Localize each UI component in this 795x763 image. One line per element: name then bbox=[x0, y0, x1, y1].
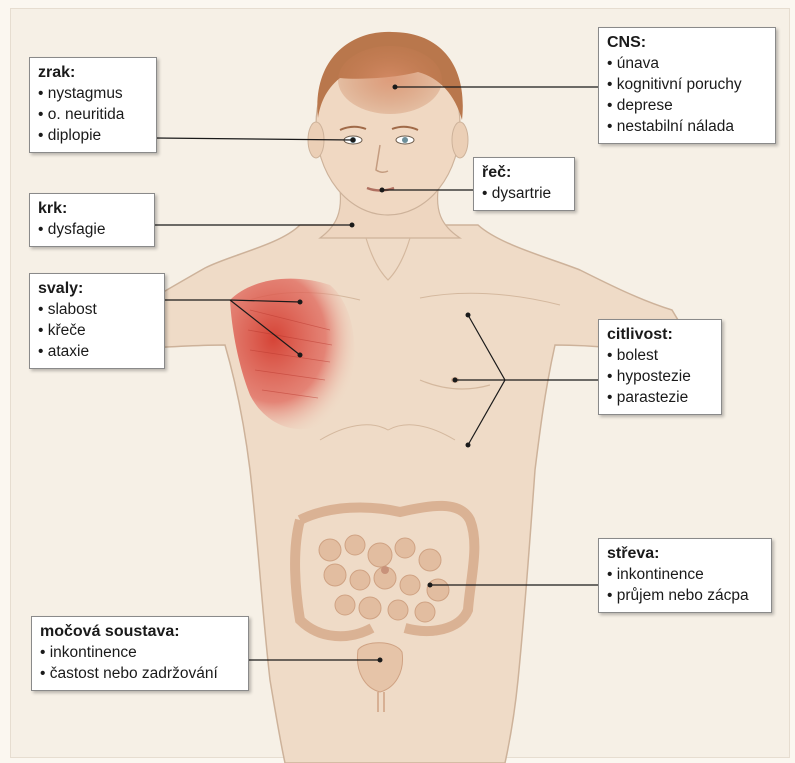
box-mocova-item: inkontinence bbox=[40, 642, 240, 663]
box-rec-item: dysartrie bbox=[482, 183, 566, 204]
box-citlivost-title: citlivost: bbox=[607, 325, 713, 345]
box-citlivost: citlivost: bolest hypostezie parastezie bbox=[598, 319, 722, 415]
box-cns-item: deprese bbox=[607, 95, 767, 116]
box-mocova-title: močová soustava: bbox=[40, 622, 240, 642]
box-streva-title: střeva: bbox=[607, 544, 763, 564]
box-zrak-item: diplopie bbox=[38, 125, 148, 146]
brain-highlight bbox=[338, 46, 442, 114]
box-cns-item: kognitivní poruchy bbox=[607, 74, 767, 95]
box-zrak-title: zrak: bbox=[38, 63, 148, 83]
box-rec-title: řeč: bbox=[482, 163, 566, 183]
box-streva-item: inkontinence bbox=[607, 564, 763, 585]
box-cns: CNS: únava kognitivní poruchy deprese ne… bbox=[598, 27, 776, 144]
box-cns-item: únava bbox=[607, 53, 767, 74]
box-streva: střeva: inkontinence průjem nebo zácpa bbox=[598, 538, 772, 613]
box-zrak: zrak: nystagmus o. neuritida diplopie bbox=[29, 57, 157, 153]
box-svaly-item: slabost bbox=[38, 299, 156, 320]
box-mocova-item: častost nebo zadržování bbox=[40, 663, 240, 684]
box-rec: řeč: dysartrie bbox=[473, 157, 575, 211]
box-svaly: svaly: slabost křeče ataxie bbox=[29, 273, 165, 369]
box-svaly-item: ataxie bbox=[38, 341, 156, 362]
box-zrak-item: nystagmus bbox=[38, 83, 148, 104]
box-krk-item: dysfagie bbox=[38, 219, 146, 240]
box-svaly-title: svaly: bbox=[38, 279, 156, 299]
box-citlivost-item: bolest bbox=[607, 345, 713, 366]
box-cns-title: CNS: bbox=[607, 33, 767, 53]
box-citlivost-item: hypostezie bbox=[607, 366, 713, 387]
box-cns-item: nestabilní nálada bbox=[607, 116, 767, 137]
box-krk: krk: dysfagie bbox=[29, 193, 155, 247]
box-mocova-soustava: močová soustava: inkontinence častost ne… bbox=[31, 616, 249, 691]
box-krk-title: krk: bbox=[38, 199, 146, 219]
box-citlivost-item: parastezie bbox=[607, 387, 713, 408]
box-zrak-item: o. neuritida bbox=[38, 104, 148, 125]
box-svaly-item: křeče bbox=[38, 320, 156, 341]
right-ear bbox=[452, 122, 468, 158]
box-streva-item: průjem nebo zácpa bbox=[607, 585, 763, 606]
